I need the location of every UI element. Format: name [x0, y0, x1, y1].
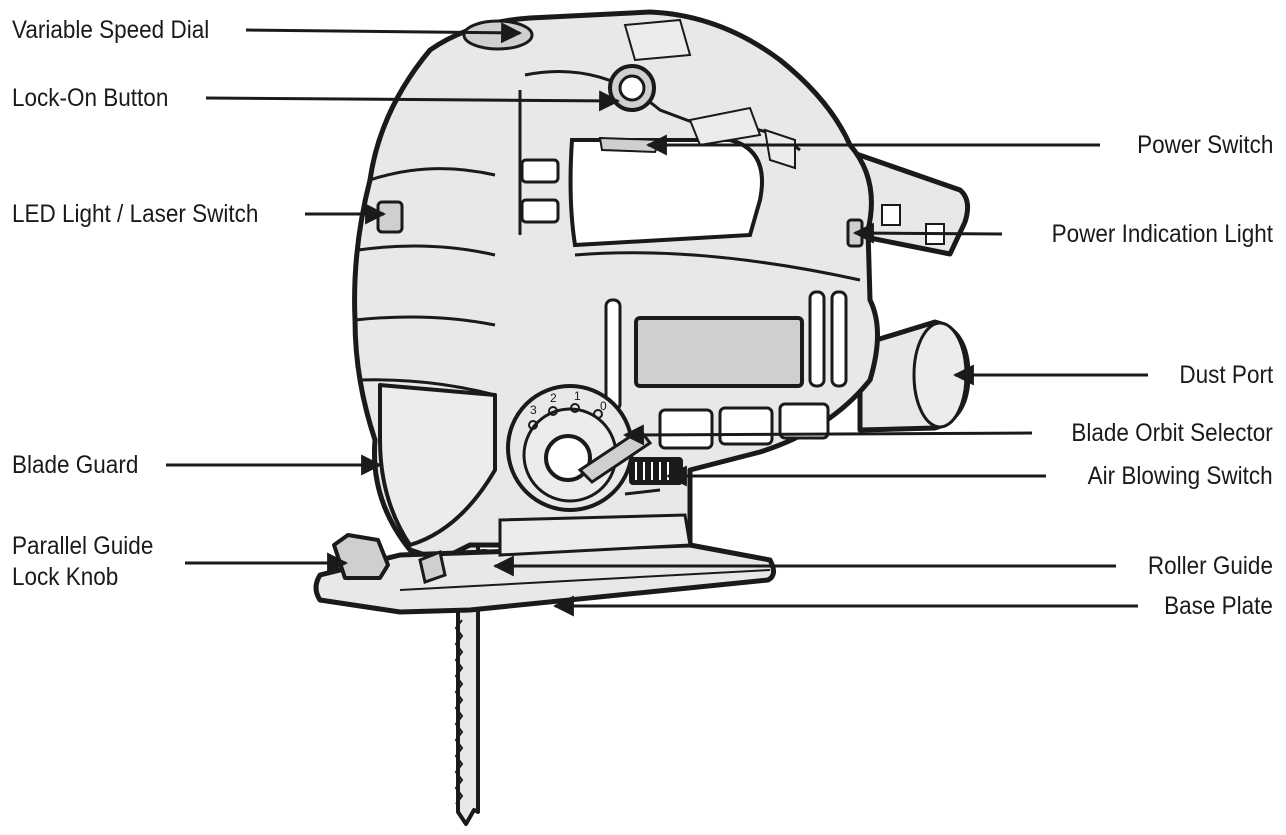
label-parallel-guide-lock-knob: Parallel Guide Lock Knob	[12, 531, 153, 593]
label-power-switch: Power Switch	[1136, 131, 1273, 159]
label-power-indication-light: Power Indication Light	[1051, 220, 1273, 248]
label-air-blowing-switch: Air Blowing Switch	[1087, 462, 1273, 490]
label-base-plate: Base Plate	[1164, 592, 1273, 620]
orbit-mark-1: 1	[574, 389, 581, 403]
leader-lock-on-button	[205, 90, 621, 112]
label-led-light-laser-switch: LED Light / Laser Switch	[12, 200, 259, 228]
label-lock-on-button: Lock-On Button	[12, 84, 169, 112]
orbit-mark-3: 3	[530, 403, 537, 417]
orbit-mark-0: 0	[600, 399, 607, 413]
motor-housing	[352, 9, 880, 563]
label-blade-orbit-selector: Blade Orbit Selector	[1071, 419, 1273, 447]
label-blade-guard: Blade Guard	[12, 451, 139, 479]
dust-port	[857, 319, 971, 433]
label-variable-speed-dial: Variable Speed Dial	[12, 16, 210, 44]
label-parallel-guide-line2: Lock Knob	[12, 563, 119, 591]
leader-lines	[166, 22, 1148, 617]
orbit-selector-dial: 3 2 1 0	[506, 384, 653, 512]
orbit-mark-2: 2	[550, 391, 557, 405]
label-roller-guide: Roller Guide	[1147, 552, 1273, 580]
leader-blade-orbit-selector	[622, 424, 1033, 446]
label-parallel-guide-line1: Parallel Guide	[12, 532, 154, 560]
leader-variable-speed-dial	[245, 22, 523, 44]
leader-power-indication-light	[852, 222, 1003, 244]
label-dust-port: Dust Port	[1179, 361, 1273, 389]
